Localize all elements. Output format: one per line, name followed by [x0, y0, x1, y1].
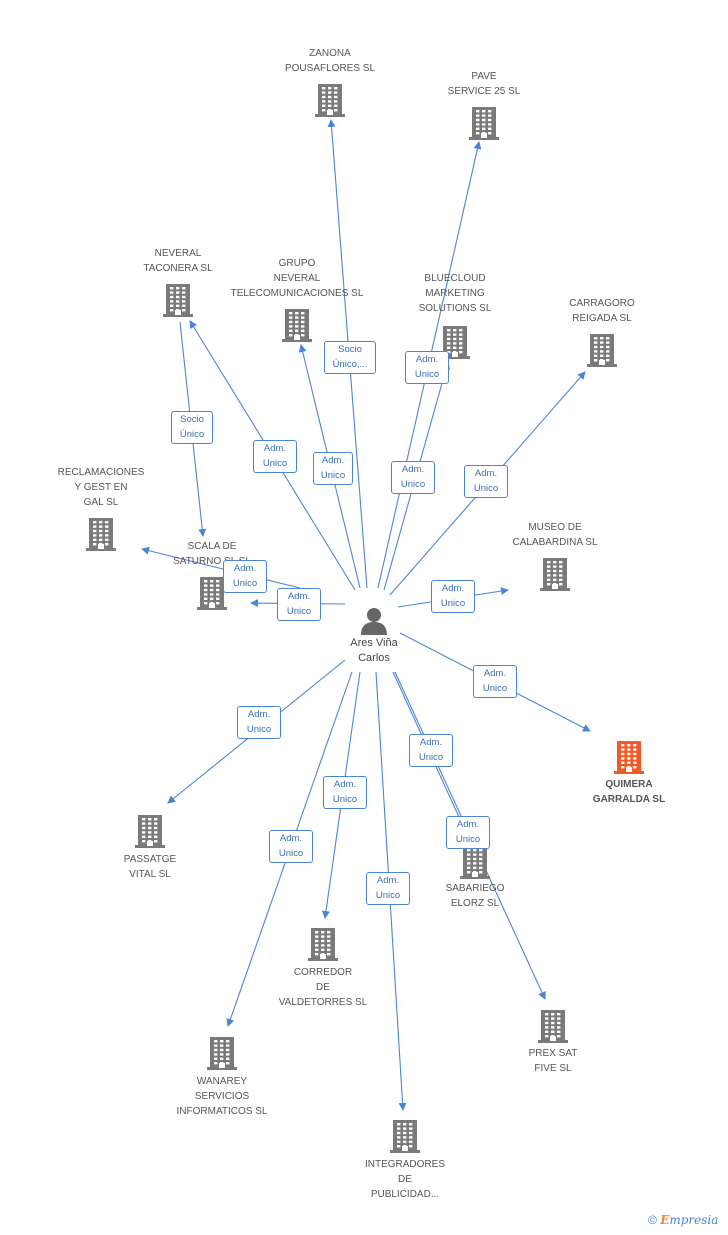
- edge-label-reclamaciones[interactable]: Adm. Unico: [223, 560, 267, 593]
- company-icon-wrap[interactable]: [478, 1009, 628, 1043]
- building-icon: [614, 741, 644, 774]
- building-icon: [315, 84, 345, 117]
- building-icon: [207, 1037, 237, 1070]
- company-label[interactable]: BLUECLOUD MARKETING SOLUTIONS SL: [418, 273, 492, 314]
- company-label[interactable]: NEVERAL TACONERA SL: [143, 248, 213, 274]
- company-label[interactable]: PREX SAT FIVE SL: [528, 1048, 578, 1074]
- company-node-pave[interactable]: PAVE SERVICE 25 SL: [409, 69, 559, 140]
- company-label[interactable]: QUIMERA GARRALDA SL: [592, 779, 666, 805]
- company-label[interactable]: SABARIEGO ELORZ SL: [445, 883, 505, 909]
- company-icon-wrap[interactable]: [330, 1119, 480, 1153]
- company-icon-wrap[interactable]: [248, 927, 398, 961]
- copyright-symbol: ©: [648, 1213, 657, 1227]
- company-icon-wrap[interactable]: [222, 308, 372, 342]
- edge-label-corredor[interactable]: Adm. Unico: [323, 776, 367, 809]
- building-icon: [197, 577, 227, 610]
- person-node[interactable]: Ares Viña Carlos: [299, 606, 449, 666]
- company-node-prex[interactable]: PREX SAT FIVE SL: [478, 1009, 628, 1076]
- company-label[interactable]: MUSEO DE CALABARDINA SL: [512, 522, 598, 548]
- edge-label-passatge[interactable]: Adm. Unico: [237, 706, 281, 739]
- edge-label-museo[interactable]: Adm. Unico: [431, 580, 475, 613]
- company-node-quimera[interactable]: QUIMERA GARRALDA SL: [554, 740, 704, 807]
- company-label[interactable]: CARRAGORO REIGADA SL: [569, 298, 635, 324]
- company-icon-wrap[interactable]: [137, 576, 287, 610]
- company-node-neveral-taconera[interactable]: NEVERAL TACONERA SL: [103, 246, 253, 317]
- edge-label-neveral-taconera-scala[interactable]: Socio Único: [171, 411, 213, 444]
- edge-label-sabariego[interactable]: Adm. Unico: [409, 734, 453, 767]
- building-icon: [540, 558, 570, 591]
- company-node-integradores[interactable]: INTEGRADORES DE PUBLICIDAD...: [330, 1119, 480, 1202]
- company-label[interactable]: INTEGRADORES DE PUBLICIDAD...: [364, 1159, 445, 1200]
- building-icon: [308, 928, 338, 961]
- edge-reclamaciones: [141, 546, 301, 589]
- company-label[interactable]: WANAREY SERVICIOS INFORMATICOS SL: [176, 1076, 268, 1117]
- building-icon: [469, 107, 499, 140]
- edge-label-wanarey[interactable]: Adm. Unico: [269, 830, 313, 863]
- company-icon-wrap[interactable]: [26, 517, 176, 551]
- company-label[interactable]: RECLAMACIONES Y GEST EN GAL SL: [57, 467, 145, 508]
- building-icon: [390, 1120, 420, 1153]
- person-label[interactable]: Ares Viña Carlos: [350, 637, 398, 664]
- edge-label-prex[interactable]: Adm. Unico: [446, 816, 490, 849]
- company-node-reclamaciones[interactable]: RECLAMACIONES Y GEST EN GAL SL: [26, 465, 176, 551]
- copyright-footer: © Empresia: [648, 1213, 718, 1227]
- edge-label-carragoro[interactable]: Adm. Unico: [464, 465, 508, 498]
- company-node-zanona[interactable]: ZANONA POUSAFLORES SL: [255, 46, 405, 117]
- company-label[interactable]: ZANONA POUSAFLORES SL: [284, 48, 376, 74]
- edge-label-pave[interactable]: Adm. Unico: [405, 351, 449, 384]
- company-icon-wrap[interactable]: [554, 740, 704, 774]
- company-node-passatge[interactable]: PASSATGE VITAL SL: [75, 814, 225, 882]
- company-icon-wrap[interactable]: [255, 83, 405, 117]
- edge-label-quimera[interactable]: Adm. Unico: [473, 665, 517, 698]
- building-icon: [282, 309, 312, 342]
- company-icon-wrap[interactable]: [103, 283, 253, 317]
- company-label[interactable]: PASSATGE VITAL SL: [123, 854, 177, 880]
- company-icon-wrap[interactable]: [380, 325, 530, 359]
- company-label[interactable]: PAVE SERVICE 25 SL: [447, 71, 521, 97]
- company-icon-wrap[interactable]: [480, 557, 630, 591]
- company-icon-wrap[interactable]: [75, 814, 225, 848]
- company-icon-wrap[interactable]: [400, 845, 550, 879]
- company-node-grupo-neveral[interactable]: GRUPO NEVERAL TELECOMUNICACIONES SL: [222, 256, 372, 342]
- building-icon: [86, 518, 116, 551]
- company-node-carragoro[interactable]: CARRAGORO REIGADA SL: [527, 296, 677, 367]
- building-icon: [587, 334, 617, 367]
- empresia-logo[interactable]: Empresia: [660, 1213, 719, 1227]
- edge-label-neveral-taconera[interactable]: Adm. Unico: [253, 440, 297, 473]
- building-icon: [135, 815, 165, 848]
- company-icon-wrap[interactable]: [147, 1036, 297, 1070]
- person-icon: [361, 608, 387, 635]
- edge-label-zanona[interactable]: Socio Único,...: [324, 341, 376, 374]
- company-node-bluecloud[interactable]: BLUECLOUD MARKETING SOLUTIONS SL: [380, 271, 530, 359]
- company-node-corredor[interactable]: CORREDOR DE VALDETORRES SL: [248, 927, 398, 1010]
- edge-label-integradores[interactable]: Adm. Unico: [366, 872, 410, 905]
- company-icon-wrap[interactable]: [409, 106, 559, 140]
- company-node-sabariego[interactable]: SABARIEGO ELORZ SL: [400, 845, 550, 911]
- edge-label-scala[interactable]: Adm. Unico: [277, 588, 321, 621]
- edge-label-bluecloud[interactable]: Adm. Unico: [391, 461, 435, 494]
- company-label[interactable]: GRUPO NEVERAL TELECOMUNICACIONES SL: [230, 258, 364, 299]
- building-icon: [163, 284, 193, 317]
- building-icon: [460, 846, 490, 879]
- company-node-museo[interactable]: MUSEO DE CALABARDINA SL: [480, 520, 630, 591]
- building-icon: [538, 1010, 568, 1043]
- edge-label-grupo-neveral[interactable]: Adm. Unico: [313, 452, 353, 485]
- company-label[interactable]: CORREDOR DE VALDETORRES SL: [278, 967, 368, 1008]
- company-node-wanarey[interactable]: WANAREY SERVICIOS INFORMATICOS SL: [147, 1036, 297, 1119]
- company-icon-wrap[interactable]: [527, 333, 677, 367]
